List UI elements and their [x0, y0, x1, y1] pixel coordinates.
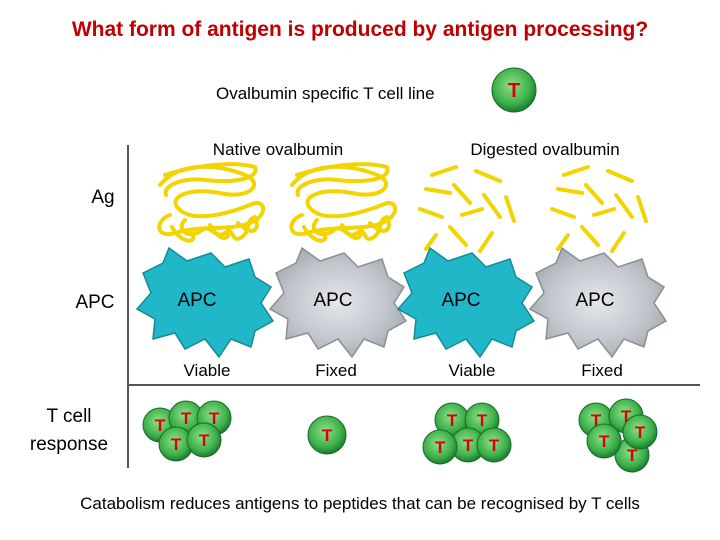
row-label-ag: Ag	[91, 187, 115, 208]
apc-label-2: APC	[313, 290, 353, 311]
svg-text:T: T	[199, 431, 210, 450]
svg-text:T: T	[621, 407, 632, 426]
svg-text:T: T	[627, 446, 638, 465]
t-cell-cluster-3: T T T T T	[422, 402, 512, 465]
svg-text:T: T	[599, 432, 610, 451]
apc-label-3: APC	[441, 290, 481, 311]
digested-ovalbumin-header: Digested ovalbumin	[470, 140, 620, 159]
row-label-t-cell: T cell	[46, 406, 92, 427]
svg-text:T: T	[447, 411, 458, 430]
subtitle: Ovalbumin specific T cell line	[216, 84, 435, 103]
svg-text:T: T	[171, 435, 182, 454]
t-cell-legend-icon: T	[491, 67, 537, 113]
svg-text:T: T	[463, 436, 474, 455]
row-label-response: response	[29, 434, 109, 455]
native-ovalbumin-glyph-2	[289, 162, 398, 243]
svg-text:T: T	[209, 409, 220, 428]
svg-text:T: T	[635, 423, 646, 442]
svg-text:T: T	[489, 436, 500, 455]
condition-viable-2: Viable	[448, 361, 496, 380]
native-ovalbumin-header: Native ovalbumin	[212, 140, 344, 159]
t-cell-cluster-1: T T T T T	[142, 400, 232, 462]
svg-text:T: T	[181, 409, 192, 428]
digested-ovalbumin-glyph-1	[418, 165, 516, 253]
apc-label-4: APC	[575, 290, 615, 311]
condition-fixed-1: Fixed	[315, 361, 357, 380]
t-cell-cluster-4: T T T T T	[578, 398, 658, 473]
svg-text:T: T	[591, 411, 602, 430]
condition-fixed-2: Fixed	[581, 361, 623, 380]
svg-text:T: T	[508, 80, 520, 102]
apc-label-1: APC	[177, 290, 217, 311]
svg-text:T: T	[155, 416, 166, 435]
row-label-apc: APC	[75, 292, 115, 313]
digested-ovalbumin-glyph-2	[550, 165, 648, 253]
condition-viable-1: Viable	[183, 361, 231, 380]
svg-text:T: T	[477, 411, 488, 430]
t-cell-cluster-2: T	[307, 415, 347, 455]
caption: Catabolism reduces antigens to peptides …	[80, 494, 640, 513]
page-title: What form of antigen is produced by anti…	[71, 18, 649, 41]
native-ovalbumin-glyph-1	[157, 162, 266, 243]
svg-text:T: T	[322, 426, 333, 445]
svg-text:T: T	[435, 438, 446, 457]
